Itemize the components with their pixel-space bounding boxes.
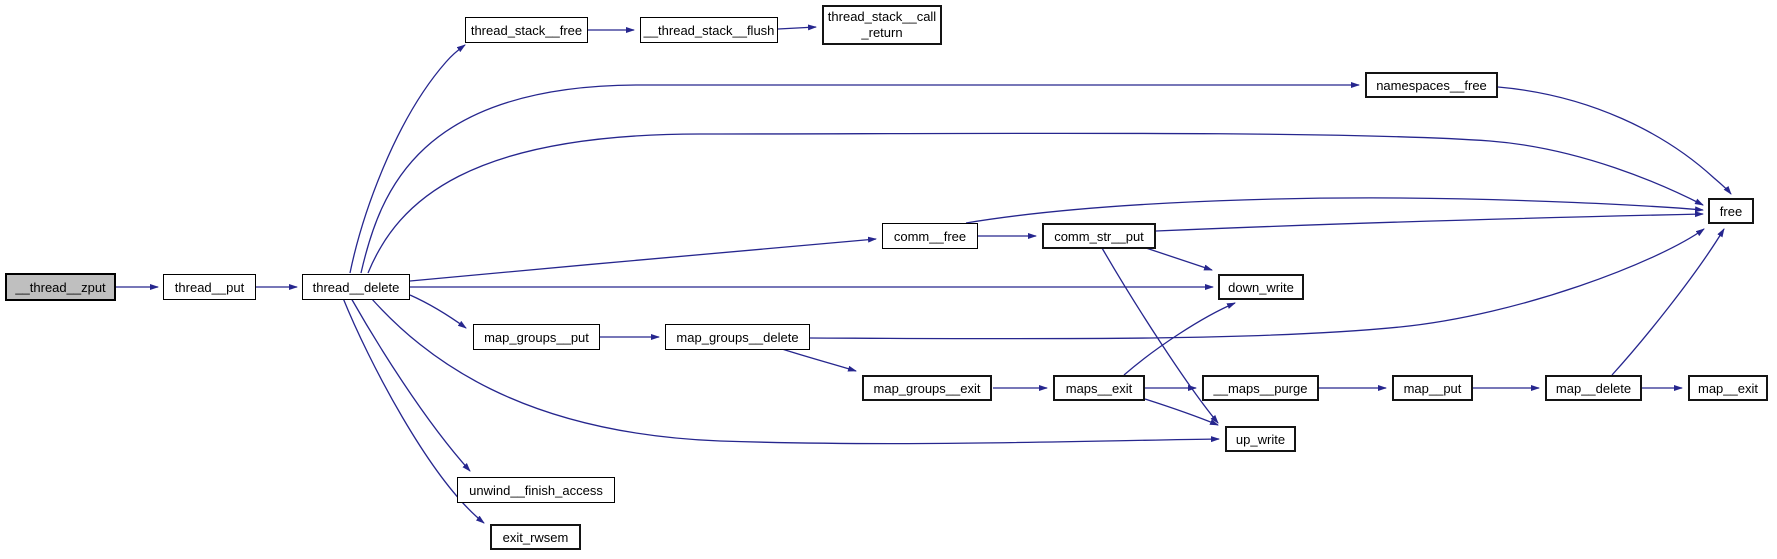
node-map__delete[interactable]: map__delete bbox=[1545, 375, 1642, 401]
node-label-line1: thread_stack__call bbox=[827, 8, 937, 24]
node-__thread__zput: __thread__zput bbox=[5, 273, 116, 301]
edge-comm_str__put-to-down_write bbox=[1145, 247, 1213, 271]
node-thread__put[interactable]: thread__put bbox=[163, 274, 256, 300]
edge-comm__free-to-free bbox=[965, 197, 1704, 224]
node-map_groups__put[interactable]: map_groups__put bbox=[473, 324, 600, 350]
node-namespaces__free[interactable]: namespaces__free bbox=[1365, 72, 1498, 98]
node-map_groups__delete[interactable]: map_groups__delete bbox=[665, 324, 810, 350]
edge-thread__delete-to-thread_stack__free bbox=[349, 44, 466, 274]
edge-map_groups__delete-to-map_groups__exit bbox=[781, 348, 857, 372]
node-unwind__finish_access[interactable]: unwind__finish_access bbox=[457, 477, 615, 503]
edge-thread__delete-to-namespaces__free bbox=[360, 82, 1360, 274]
edge-thread__delete-to-comm__free bbox=[409, 236, 877, 282]
edge-thread__delete-to-free bbox=[367, 132, 1704, 274]
node-map__put[interactable]: map__put bbox=[1392, 375, 1473, 401]
node-down_write[interactable]: down_write bbox=[1218, 274, 1304, 300]
node-free[interactable]: free bbox=[1708, 198, 1754, 224]
node-thread__delete[interactable]: thread__delete bbox=[302, 274, 410, 300]
edge-thread__delete-to-up_write bbox=[370, 297, 1220, 445]
node-__thread_stack__flush[interactable]: __thread_stack__flush bbox=[640, 17, 778, 43]
node-thread_stack__free[interactable]: thread_stack__free bbox=[465, 17, 588, 43]
edge-thread__delete-to-unwind__finish_access bbox=[350, 297, 471, 472]
node-thread_stack__call_return[interactable]: thread_stack__call _return bbox=[822, 5, 942, 45]
edge-map__delete-to-free bbox=[1611, 228, 1725, 376]
node-__maps__purge[interactable]: __maps__purge bbox=[1202, 375, 1319, 401]
node-label-line2: _return bbox=[861, 25, 903, 40]
node-map__exit[interactable]: map__exit bbox=[1688, 375, 1768, 401]
node-comm_str__put[interactable]: comm_str__put bbox=[1042, 223, 1156, 249]
edge-maps__exit-to-up_write bbox=[1144, 398, 1219, 426]
node-map_groups__exit[interactable]: map_groups__exit bbox=[862, 375, 992, 401]
node-maps__exit[interactable]: maps__exit bbox=[1053, 375, 1145, 401]
node-up_write[interactable]: up_write bbox=[1225, 426, 1296, 452]
node-comm__free[interactable]: comm__free bbox=[882, 223, 978, 249]
edge-__thread_stack__flush-to-thread_stack__call_return bbox=[777, 24, 817, 31]
edge-maps__exit-to-down_write bbox=[1123, 302, 1236, 376]
edge-namespaces__free-to-free bbox=[1497, 86, 1732, 195]
node-exit_rwsem[interactable]: exit_rwsem bbox=[490, 524, 581, 550]
edge-comm_str__put-to-free bbox=[1155, 211, 1704, 232]
edge-thread__delete-to-map_groups__put bbox=[409, 294, 467, 329]
